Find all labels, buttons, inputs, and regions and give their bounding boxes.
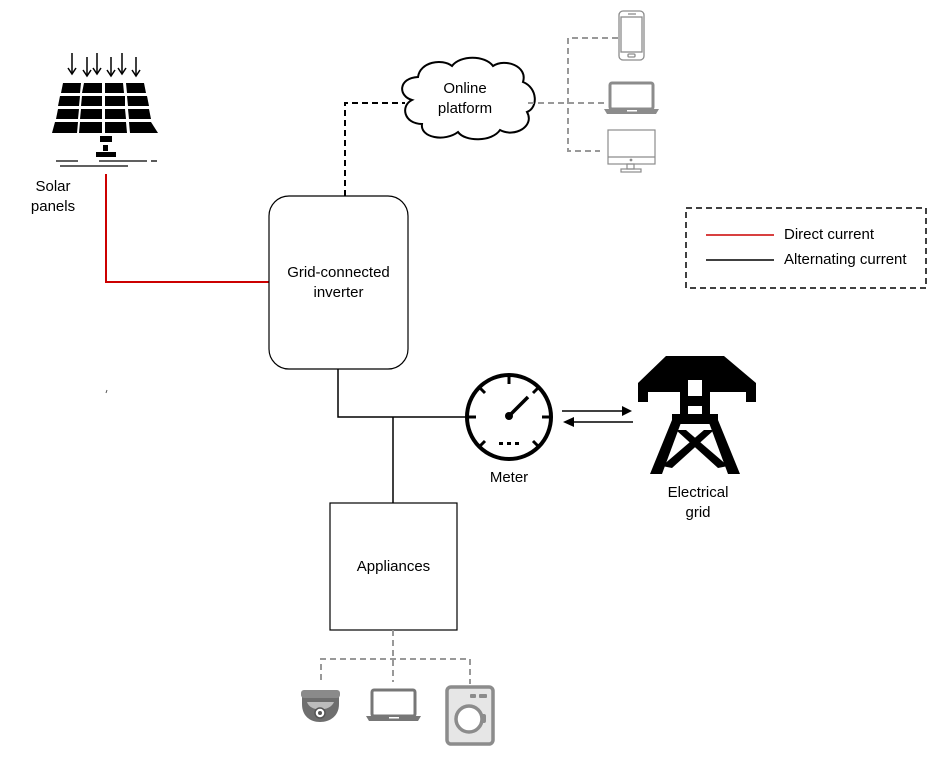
stray-mark [105,389,108,394]
appliances-box[interactable] [329,502,458,631]
ac-line-inverter-to-meter [337,369,466,418]
data-links-appliances-to-devices [320,630,471,684]
solar-panels-label-line1: Solar [35,178,71,195]
electrical-grid-label: Electrical grid [648,483,748,523]
meter-label: Meter [489,469,529,486]
cloud-icon[interactable] [401,56,536,141]
legend-label-direct-current: Direct current [784,226,875,243]
online-platform-label-line1: Online [443,80,487,97]
smartphone-icon[interactable] [618,10,645,61]
online-platform-label-line2: platform [437,100,493,117]
legend-label-alternating-current: Alternating current [784,251,907,268]
online-platform-label: Online platform [420,79,510,119]
ac-lines [337,369,466,503]
data-links-cloud-to-devices [528,37,618,152]
monitor-icon[interactable] [607,129,656,173]
security-camera-icon[interactable] [301,690,340,722]
laptop-icon[interactable] [366,688,421,721]
data-link-inverter-to-cloud [344,102,405,196]
dc-line-solar-to-inverter [105,174,269,283]
gauge-icon[interactable] [465,373,553,461]
solar-panels-label-line2: panels [30,198,76,215]
solar-panels-label: Solar panels [22,177,84,217]
appliances-label: Appliances [356,558,431,575]
solar-panel-icon [52,53,158,167]
transmission-tower-icon [638,356,756,474]
washing-machine-icon[interactable] [445,685,495,746]
inverter-label-line2: inverter [313,284,364,301]
laptop-icon[interactable] [604,81,659,114]
inverter-label: Grid-connected inverter [269,263,408,303]
inverter-label-line1: Grid-connected [287,264,390,281]
legend [685,207,927,289]
bidirectional-arrows [562,406,633,427]
electrical-grid-label-line1: Electrical [667,484,729,501]
electrical-grid-label-line2: grid [685,504,711,521]
